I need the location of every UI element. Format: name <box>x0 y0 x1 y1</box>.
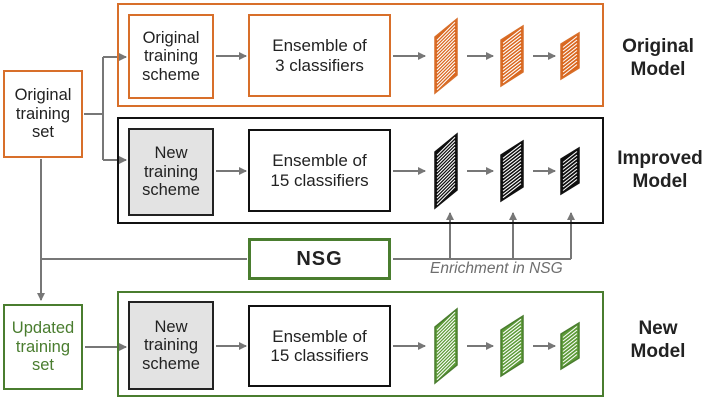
improved-layer-2-icon <box>500 139 524 203</box>
new-model-label: New Model <box>630 318 686 362</box>
new-layer-1-icon <box>434 307 458 385</box>
improved-layer-3-icon <box>560 146 580 196</box>
updated-training-set-box: Updated training set <box>3 304 83 390</box>
improved-training-scheme-box: New training scheme <box>128 128 214 216</box>
new-layer-3-icon <box>560 321 580 371</box>
enrichment-in-nsg-label: Enrichment in NSG <box>430 260 563 277</box>
original-model-frame <box>117 3 604 107</box>
nsg-box: NSG <box>248 238 391 280</box>
original-training-set-box: Original training set <box>3 70 83 158</box>
original-layer-2-icon <box>500 24 524 88</box>
new-model-frame <box>117 291 604 397</box>
improved-model-label: Improved Model <box>617 148 703 192</box>
improved-layer-1-icon <box>434 132 458 210</box>
original-ensemble-box: Ensemble of 3 classifiers <box>248 14 391 97</box>
original-layer-1-icon <box>434 17 458 95</box>
improved-model-frame <box>117 117 604 224</box>
original-layer-3-icon <box>560 31 580 81</box>
original-training-scheme-box: Original training scheme <box>128 14 214 99</box>
new-training-scheme-box: New training scheme <box>128 301 214 390</box>
new-ensemble-box: Ensemble of 15 classifiers <box>248 305 391 387</box>
original-model-label: Original Model <box>622 36 694 80</box>
new-layer-2-icon <box>500 314 524 378</box>
improved-ensemble-box: Ensemble of 15 classifiers <box>248 129 391 212</box>
